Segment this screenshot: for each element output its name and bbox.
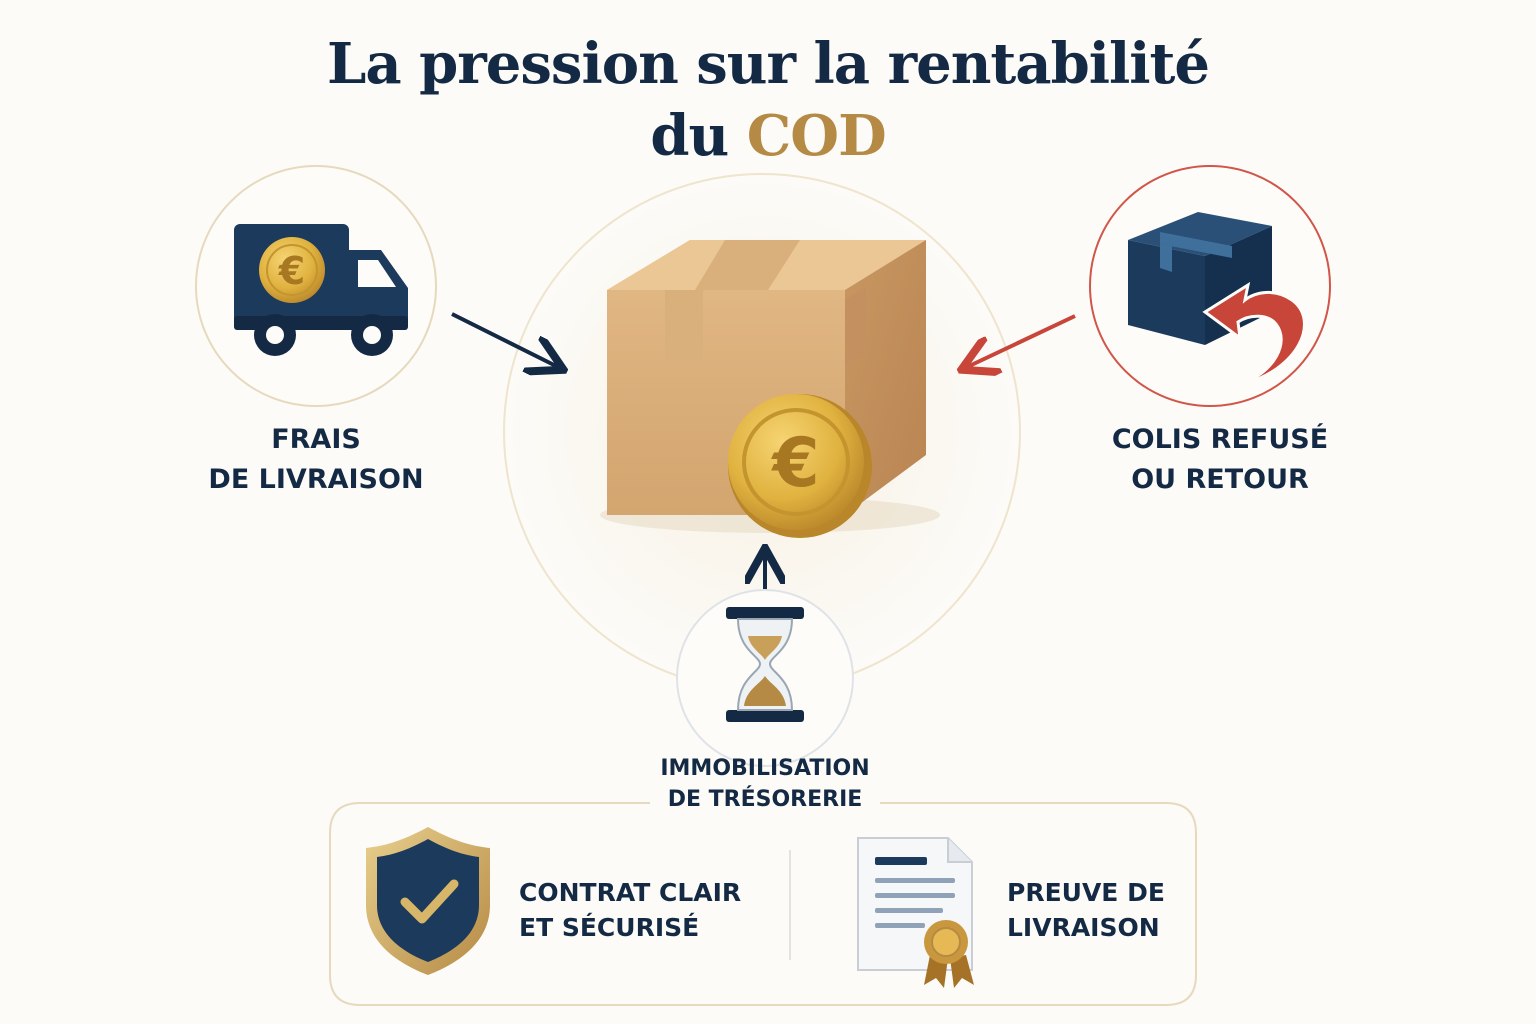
solution-contract-label: CONTRAT CLAIR ET SÉCURISÉ	[519, 875, 779, 945]
hourglass-icon	[726, 607, 804, 722]
cash-tied-line-1: IMMOBILISATION	[660, 756, 870, 781]
solution-contract-line-2: ET SÉCURISÉ	[519, 913, 700, 942]
title-line-2: du COD	[0, 100, 1536, 172]
refused-parcel-line-2: OU RETOUR	[1131, 464, 1309, 495]
delivery-fees-label: FRAIS DE LIVRAISON	[156, 420, 476, 500]
page-title: La pression sur la rentabilité du COD	[0, 28, 1536, 172]
truck-euro-icon: €	[234, 224, 408, 356]
arrow-refused-parcel	[965, 314, 1076, 368]
delivery-fees-line-2: DE LIVRAISON	[208, 464, 424, 495]
title-accent: COD	[746, 103, 887, 169]
svg-text:€: €	[278, 249, 305, 293]
title-line-1: La pression sur la rentabilité	[326, 31, 1210, 97]
delivery-fees-line-1: FRAIS	[271, 424, 361, 455]
solution-contract-line-1: CONTRAT CLAIR	[519, 878, 742, 907]
arrow-delivery-fees	[451, 312, 560, 368]
certificate-document-icon	[857, 837, 974, 988]
solution-proof-line-1: PREUVE DE	[1007, 878, 1165, 907]
parcel-return-icon	[1128, 212, 1306, 387]
title-prefix: du	[650, 103, 729, 169]
solution-proof-line-2: LIVRAISON	[1007, 913, 1160, 942]
svg-text:€: €	[770, 424, 819, 503]
refused-parcel-line-1: COLIS REFUSÉ	[1111, 424, 1329, 455]
parcel-coin-icon: €	[600, 240, 940, 538]
cash-tied-line-2: DE TRÉSORERIE	[667, 787, 863, 812]
solution-proof-label: PREUVE DE LIVRAISON	[1007, 875, 1187, 945]
refused-parcel-label: COLIS REFUSÉ OU RETOUR	[1060, 420, 1380, 500]
solutions-card	[329, 802, 1197, 1006]
cash-tied-label: IMMOBILISATION DE TRÉSORERIE	[615, 753, 915, 815]
shield-check-icon	[366, 827, 490, 975]
